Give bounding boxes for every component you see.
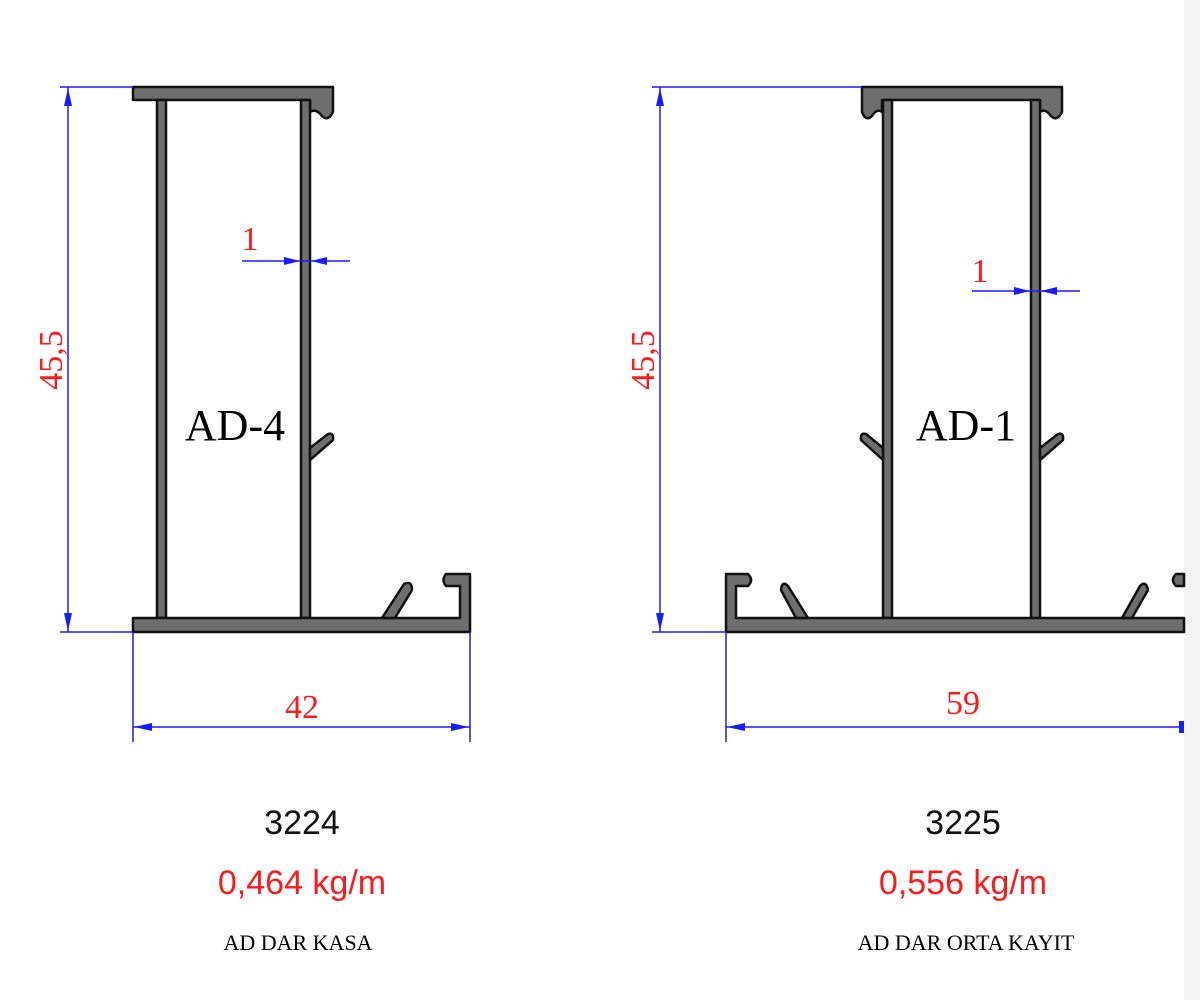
profile-ad-1 [724, 85, 1186, 634]
left-wall [881, 98, 894, 620]
profile-weight: 0,464 kg/m [218, 864, 386, 902]
right-wall [1029, 98, 1042, 620]
right-hook-stub [1171, 572, 1186, 588]
profile-code: 3225 [925, 804, 1001, 842]
diagonal-fin [380, 581, 414, 620]
wall-dimension: 1 [242, 221, 259, 258]
bottom-flange [724, 572, 1186, 634]
right-wall [299, 98, 312, 620]
left-barb [859, 432, 885, 462]
left-wall [155, 98, 168, 620]
height-dimension: 45,5 [625, 330, 662, 390]
profile-weight: 0,556 kg/m [879, 864, 1047, 902]
profile-label: AD-1 [916, 401, 1016, 450]
height-dimension: 45,5 [33, 330, 70, 390]
profile-code: 3224 [264, 804, 340, 842]
dimensions-ad-1: 45,5 59 1 [625, 86, 1184, 742]
width-dimension: 59 [946, 685, 980, 722]
right-barb [1038, 432, 1065, 462]
profile-label: AD-4 [185, 401, 285, 450]
barb [308, 432, 335, 462]
profile-ad-4 [131, 85, 472, 634]
profile-name: AD DAR KASA [223, 930, 372, 955]
bottom-flange [131, 572, 472, 634]
width-dimension: 42 [285, 689, 319, 726]
profile-name: AD DAR ORTA KAYIT [858, 930, 1075, 955]
dimensions-ad-4: 45,5 42 1 [33, 86, 471, 742]
left-diagonal-fin [779, 582, 810, 620]
wall-dimension: 1 [972, 253, 989, 290]
right-diagonal-fin [1120, 582, 1150, 620]
page-edge [1184, 0, 1200, 1000]
